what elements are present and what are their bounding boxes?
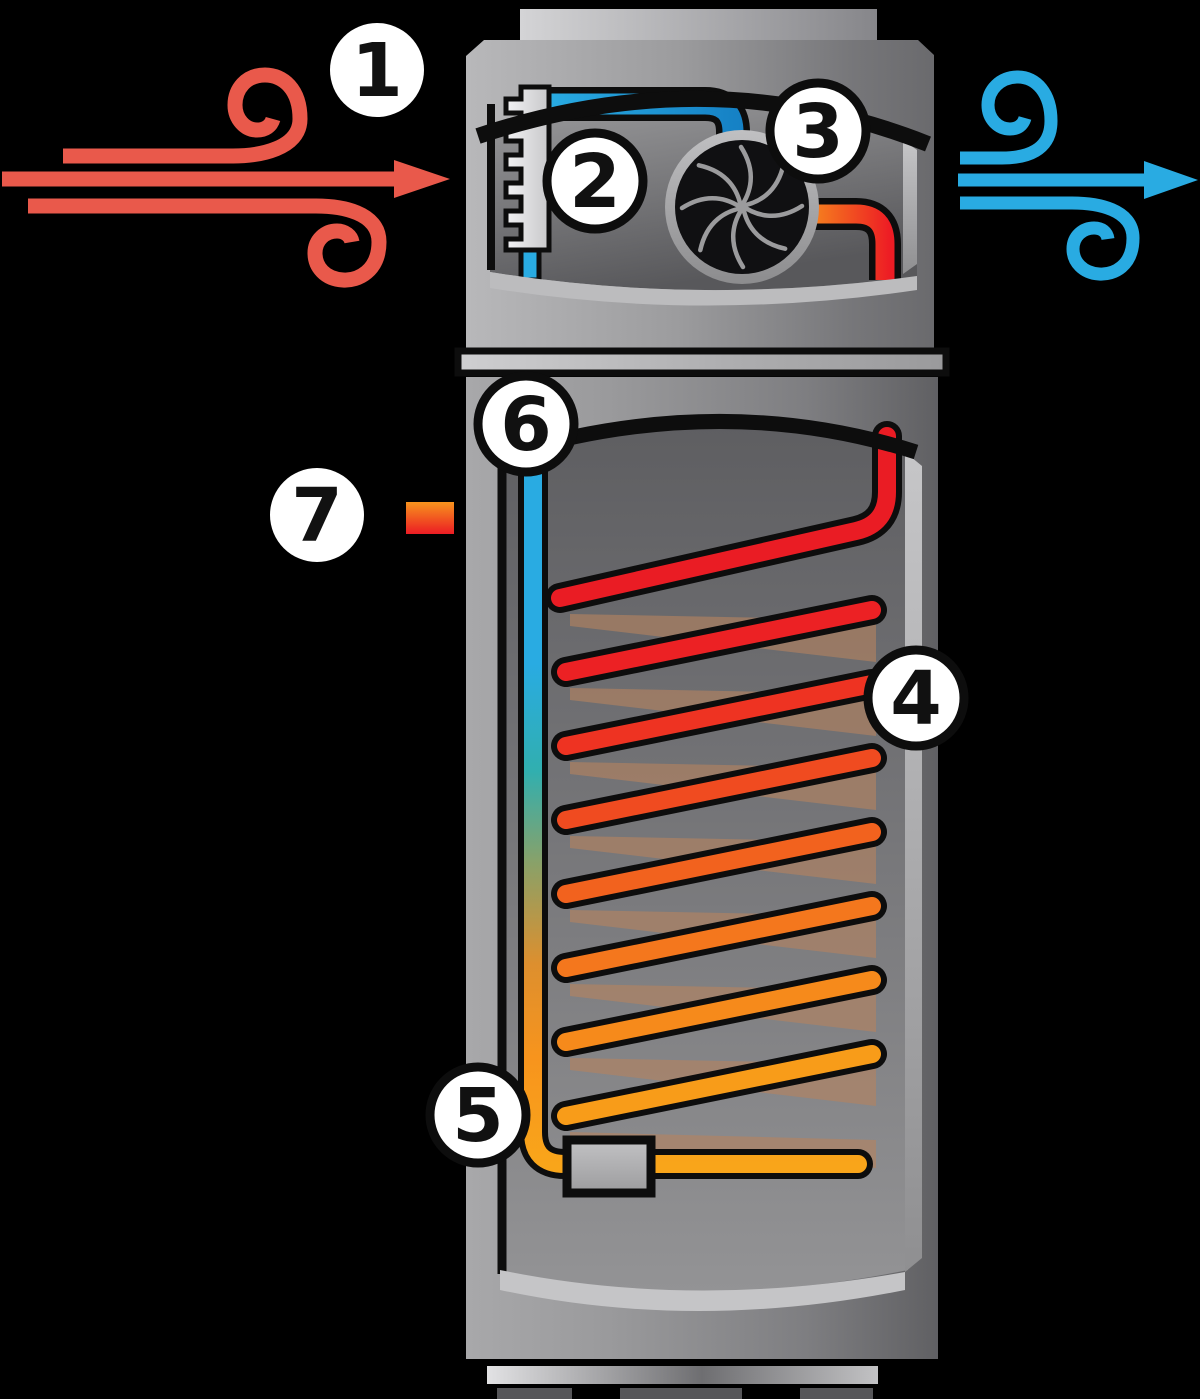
callout-5: 5 bbox=[425, 1062, 531, 1168]
callout-2: 2 bbox=[542, 128, 648, 234]
callout-3: 3 bbox=[765, 78, 871, 184]
callout-7: 7 bbox=[270, 468, 364, 562]
foot bbox=[800, 1388, 873, 1399]
water-tank bbox=[466, 377, 938, 1359]
heating-element-icon bbox=[406, 502, 454, 534]
fan-icon bbox=[665, 130, 819, 284]
base-plate bbox=[487, 1366, 878, 1384]
callout-label: 5 bbox=[452, 1073, 504, 1159]
warm-wind-curl-bottom-icon bbox=[28, 198, 387, 288]
callout-4: 4 bbox=[863, 645, 969, 751]
coil-pass-5 bbox=[557, 897, 881, 977]
collar-band bbox=[454, 347, 950, 377]
coil-pass-2 bbox=[557, 675, 881, 755]
cool-wind-curl-bottom-icon bbox=[960, 196, 1140, 281]
top-lid bbox=[520, 9, 877, 43]
callout-circle bbox=[765, 78, 871, 184]
top-cavity-right-bevel bbox=[903, 140, 917, 274]
callout-circle bbox=[473, 371, 579, 477]
coil-pass-0 bbox=[551, 427, 896, 607]
hot-refrigerant-pipe-top bbox=[800, 204, 895, 280]
callout-label: 7 bbox=[291, 473, 343, 559]
tank-cavity-right-bevel bbox=[905, 452, 922, 1272]
coil-pass-6 bbox=[557, 971, 881, 1051]
fan-blades bbox=[679, 144, 805, 270]
coil-pass-4 bbox=[557, 823, 881, 903]
callout-1: 1 bbox=[330, 23, 424, 117]
tank-cavity-bottom-lip bbox=[500, 1270, 905, 1311]
callout-circle bbox=[542, 128, 648, 234]
condenser-coil bbox=[545, 421, 902, 1131]
cool-air-outflow bbox=[958, 70, 1198, 281]
callout-circle bbox=[330, 23, 424, 117]
top-compartment bbox=[466, 9, 934, 348]
compressor-icon bbox=[562, 1135, 656, 1198]
warm-air-inflow bbox=[2, 67, 450, 288]
callout-label: 6 bbox=[500, 382, 552, 468]
top-cavity-bottom-lip bbox=[490, 272, 917, 306]
callout-circle bbox=[425, 1062, 531, 1168]
foot bbox=[497, 1388, 572, 1399]
callout-circle bbox=[863, 645, 969, 751]
coil-pass-1 bbox=[557, 601, 881, 681]
callout-label: 3 bbox=[792, 89, 844, 175]
callout-label: 1 bbox=[351, 28, 403, 114]
callout-label: 2 bbox=[569, 139, 621, 225]
coil-pass-3 bbox=[557, 749, 881, 829]
callout-circle bbox=[270, 468, 364, 562]
warm-wind-curl-top-icon bbox=[63, 67, 308, 164]
cool-wind-arrowhead-icon bbox=[1144, 161, 1198, 199]
foot bbox=[620, 1388, 742, 1399]
tank-feet bbox=[497, 1388, 873, 1399]
coil-pass-7 bbox=[557, 1045, 881, 1125]
callout-6: 6 bbox=[473, 371, 579, 477]
cool-wind-curl-top-icon bbox=[960, 70, 1058, 165]
callout-label: 4 bbox=[890, 656, 942, 742]
warm-wind-arrowhead-icon bbox=[394, 160, 450, 198]
